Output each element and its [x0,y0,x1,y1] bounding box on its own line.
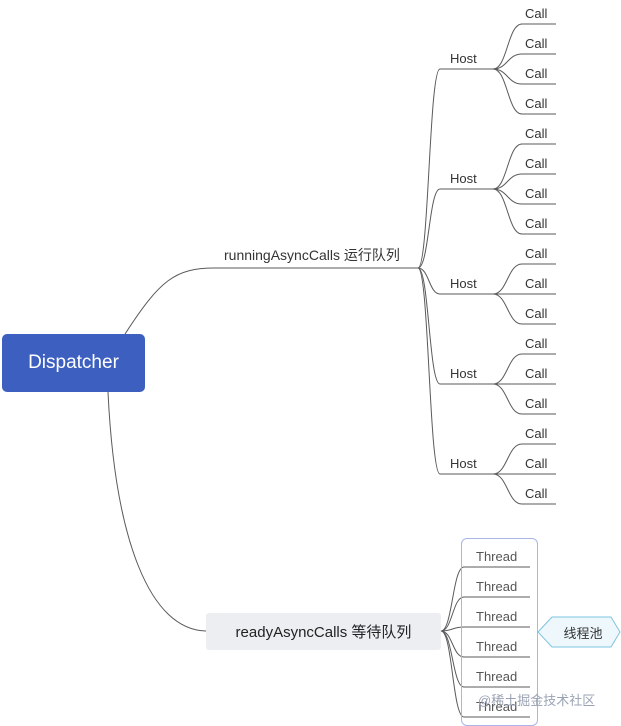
call-node[interactable]: Call [525,486,548,501]
thread-node[interactable]: Thread [476,669,518,684]
host-to-call-connector [492,443,556,475]
host-to-call-connector [492,383,556,415]
hub-to-host-connector [417,267,493,295]
hub-to-host-connector [417,267,493,385]
host-node[interactable]: Host [450,276,477,291]
call-node[interactable]: Call [525,36,548,51]
call-node[interactable]: Call [525,246,548,261]
ready-node-label: readyAsyncCalls 等待队列 [235,624,412,641]
host-to-call-connector [492,173,556,190]
host-node[interactable]: Host [450,51,477,66]
running-branch-label: runningAsyncCalls 运行队列 [224,247,400,263]
thread-node[interactable]: Thread [476,699,518,714]
host-node[interactable]: Host [450,171,477,186]
ready-to-thread-connector [440,630,530,658]
callout-shape [537,616,621,648]
hub-to-host-connector [417,68,493,269]
host-to-call-connector [492,143,556,190]
ready-to-thread-connector [440,626,530,632]
host-to-call-connector [492,53,556,70]
host-to-call-connector [492,473,556,505]
host-to-call-connector [492,188,556,205]
ready-to-thread-connector [440,596,530,632]
call-node[interactable]: Call [525,156,548,171]
hub-to-host-connector [417,188,493,269]
hub-to-host-connector [417,267,493,475]
host-to-call-connector [492,68,556,85]
ready-to-thread-connector [440,566,530,632]
call-node[interactable]: Call [525,96,548,111]
thread-pool-callout[interactable]: 线程池 [537,616,621,648]
ready-async-calls-node[interactable]: readyAsyncCalls 等待队列 [206,613,441,650]
host-node[interactable]: Host [450,456,477,471]
call-node[interactable]: Call [525,456,548,471]
thread-pool-label: 线程池 [563,625,603,641]
host-to-call-connector [492,188,556,235]
root-to-ready-connector [107,391,207,632]
call-node[interactable]: Call [525,336,548,351]
call-node[interactable]: Call [525,186,548,201]
watermark: @稀土掘金技术社区 [478,693,596,708]
call-node[interactable]: Call [525,426,548,441]
thread-node[interactable]: Thread [476,639,518,654]
call-node[interactable]: Call [525,6,548,21]
root-node-label: Dispatcher [28,352,119,373]
call-node[interactable]: Call [525,66,548,81]
running-async-calls-branch[interactable]: runningAsyncCalls 运行队列 [224,245,400,265]
call-node[interactable]: Call [525,366,548,381]
call-node[interactable]: Call [525,126,548,141]
host-to-call-connector [492,263,556,295]
ready-to-thread-connector [440,630,530,718]
thread-node[interactable]: Thread [476,609,518,624]
call-node[interactable]: Call [525,306,548,321]
host-node[interactable]: Host [450,366,477,381]
thread-node[interactable]: Thread [476,549,518,564]
root-node-dispatcher[interactable]: Dispatcher [2,334,145,392]
root-to-running-connector [124,267,418,335]
call-node[interactable]: Call [525,276,548,291]
call-node[interactable]: Call [525,216,548,231]
host-to-call-connector [492,23,556,70]
host-to-call-connector [492,353,556,385]
host-to-call-connector [492,293,556,325]
ready-to-thread-connector [440,630,530,688]
host-to-call-connector [492,68,556,115]
thread-node[interactable]: Thread [476,579,518,594]
call-node[interactable]: Call [525,396,548,411]
